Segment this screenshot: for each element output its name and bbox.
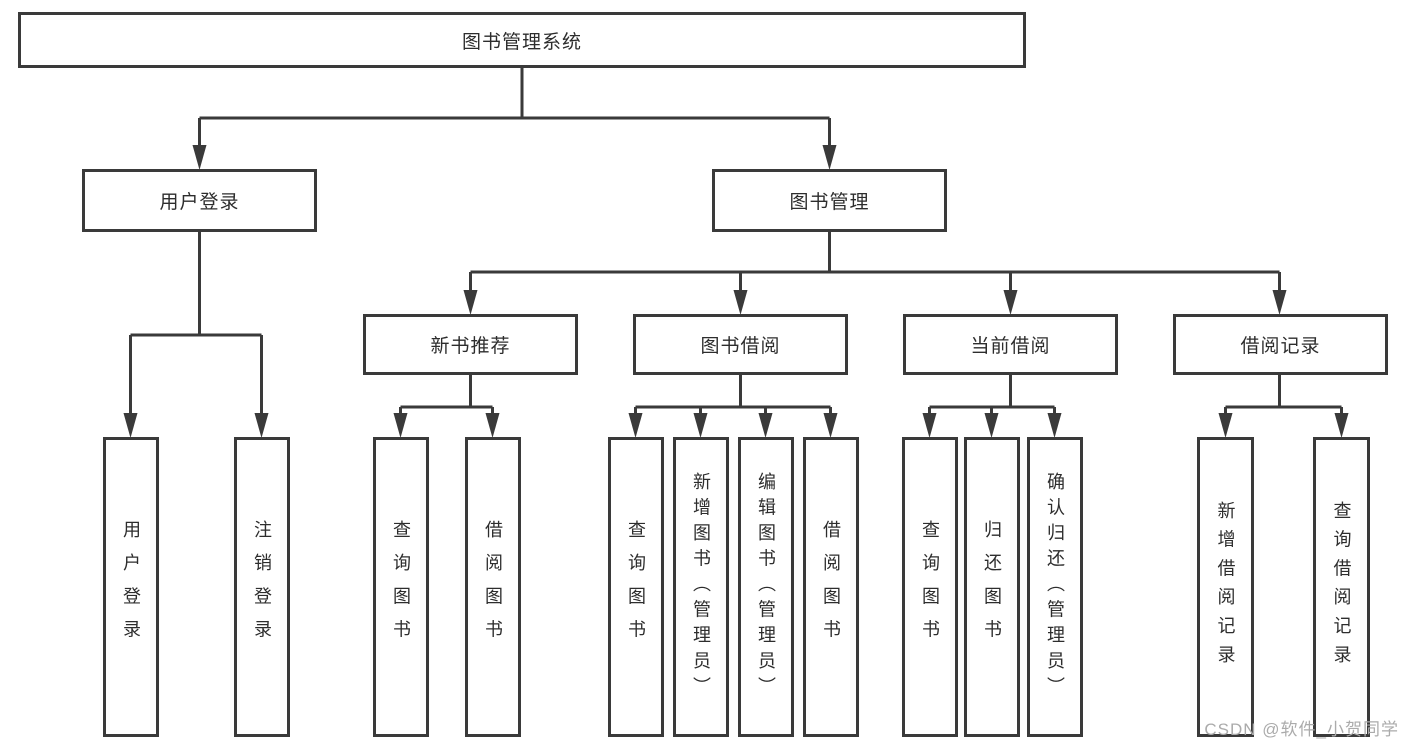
leaf-label: 编辑图书（管理员）: [756, 471, 776, 703]
leaf-borrow-books: 借阅图书: [803, 437, 859, 737]
node-book-borrow: 图书借阅: [633, 314, 848, 375]
leaf-edit-book-admin: 编辑图书（管理员）: [738, 437, 794, 737]
leaf-label: 查询图书: [626, 520, 646, 654]
node-borrow-records: 借阅记录: [1173, 314, 1388, 375]
leaf-borrow-books-recommend: 借阅图书: [465, 437, 521, 737]
arrow-down-icon: [463, 290, 478, 315]
arrow-down-icon: [823, 413, 838, 438]
arrow-down-icon: [1218, 413, 1233, 438]
leaf-query-books-current: 查询图书: [902, 437, 958, 737]
leaf-add-book-admin: 新增图书（管理员）: [673, 437, 729, 737]
node-label: 图书管理系统: [461, 31, 582, 53]
leaf-label: 新增借阅记录: [1215, 500, 1236, 674]
leaf-label: 借阅图书: [483, 520, 503, 654]
leaf-confirm-return-admin: 确认归还（管理员）: [1027, 437, 1083, 737]
node-label: 图书借阅: [700, 336, 781, 357]
leaf-label: 新增图书（管理员）: [691, 471, 711, 703]
node-library-management-system: 图书管理系统: [18, 12, 1026, 68]
leaf-label: 归还图书: [982, 520, 1002, 654]
node-user-login: 用户登录: [82, 169, 317, 232]
arrow-down-icon: [1272, 290, 1287, 315]
arrow-down-icon: [1003, 290, 1018, 315]
arrow-down-icon: [984, 413, 999, 438]
leaf-label: 借阅图书: [821, 520, 841, 654]
node-label: 当前借阅: [970, 336, 1051, 357]
node-label: 借阅记录: [1240, 336, 1321, 357]
leaf-label: 查询图书: [391, 520, 411, 654]
arrow-down-icon: [758, 413, 773, 438]
leaf-label: 查询图书: [920, 520, 940, 654]
leaf-label: 用户登录: [121, 520, 141, 654]
leaf-logout: 注销登录: [234, 437, 290, 737]
leaf-label: 确认归还（管理员）: [1045, 471, 1065, 703]
arrow-down-icon: [1047, 413, 1062, 438]
leaf-add-borrow-record: 新增借阅记录: [1197, 437, 1254, 737]
arrow-down-icon: [123, 413, 138, 438]
node-label: 图书管理: [789, 192, 870, 213]
arrow-down-icon: [254, 413, 269, 438]
leaf-query-books-recommend: 查询图书: [373, 437, 429, 737]
arrow-down-icon: [192, 145, 207, 170]
arrow-down-icon: [628, 413, 643, 438]
arrow-down-icon: [1334, 413, 1349, 438]
arrow-down-icon: [822, 145, 837, 170]
node-label: 新书推荐: [430, 336, 511, 357]
node-label: 用户登录: [159, 192, 240, 213]
leaf-return-book: 归还图书: [964, 437, 1020, 737]
arrow-down-icon: [733, 290, 748, 315]
leaf-user-login: 用户登录: [103, 437, 159, 737]
arrow-down-icon: [485, 413, 500, 438]
arrow-down-icon: [922, 413, 937, 438]
watermark: CSDN @软件_小贺同学: [1204, 720, 1399, 739]
arrow-down-icon: [693, 413, 708, 438]
arrow-down-icon: [393, 413, 408, 438]
leaf-query-books-borrow: 查询图书: [608, 437, 664, 737]
node-book-management: 图书管理: [712, 169, 947, 232]
node-current-borrow: 当前借阅: [903, 314, 1118, 375]
leaf-label: 查询借阅记录: [1331, 500, 1352, 674]
leaf-query-borrow-record: 查询借阅记录: [1313, 437, 1370, 737]
node-new-book-recommend: 新书推荐: [363, 314, 578, 375]
leaf-label: 注销登录: [252, 520, 272, 654]
